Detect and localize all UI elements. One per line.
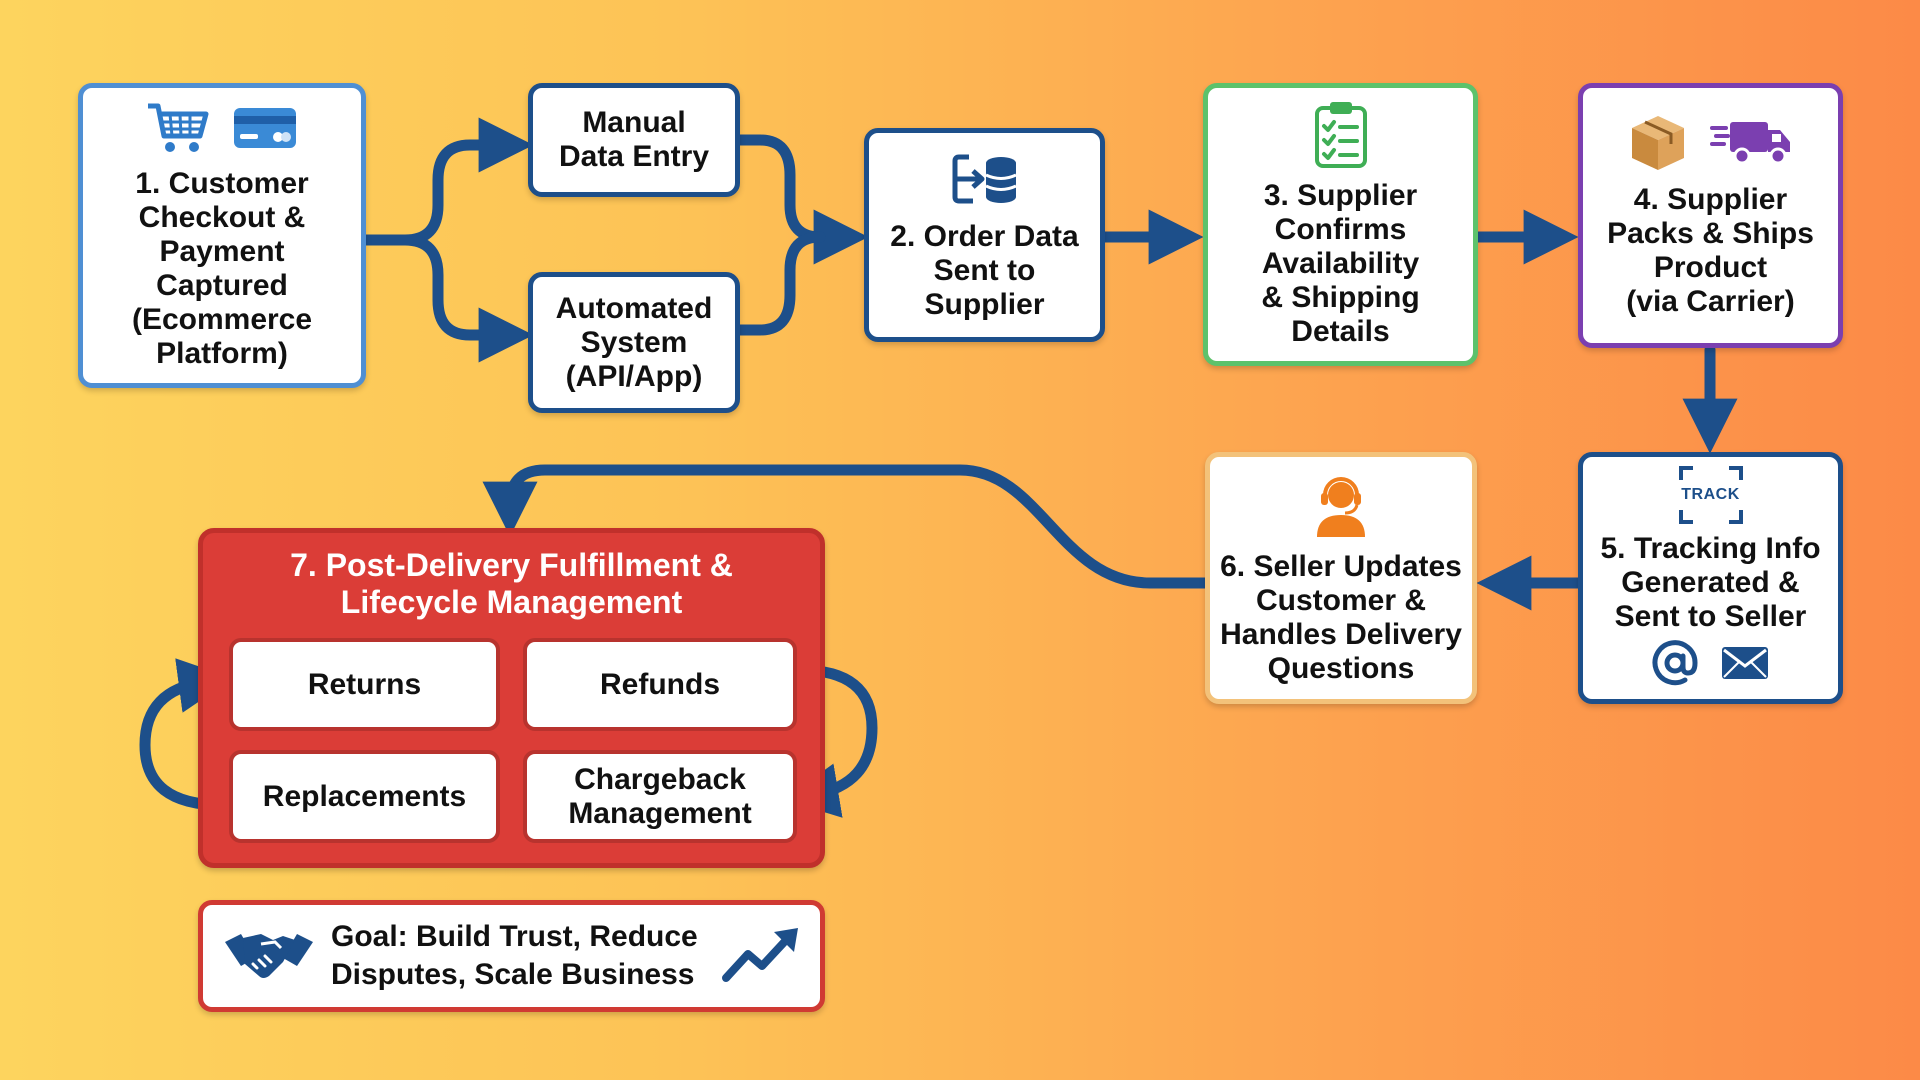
edge-step1-to-manual <box>360 117 534 246</box>
package-box-icon <box>1628 112 1688 177</box>
returns-box: Returns <box>229 638 500 731</box>
step-3-supplier-confirms: 3. Supplier Confirms Availability & Ship… <box>1203 83 1478 366</box>
step-5-tracking-info: TRACK 5. Tracking Info Generated & Sent … <box>1578 452 1843 704</box>
replacements-box: Replacements <box>229 750 500 843</box>
step-1-label: 1. Customer Checkout & Payment Captured … <box>131 167 313 370</box>
step-1-customer-checkout: 1. Customer Checkout & Payment Captured … <box>78 83 366 388</box>
goal-banner: Goal: Build Trust, Reduce Disputes, Scal… <box>198 900 825 1012</box>
chargeback-management-box: Chargeback Management <box>523 750 797 843</box>
step-4-label: 4. Supplier Packs & Ships Product (via C… <box>1607 183 1814 318</box>
edge-step6-to-step7 <box>482 464 1211 589</box>
cycle-arrow-left <box>139 658 234 811</box>
track-scan-icon: TRACK <box>1678 465 1743 524</box>
trend-up-arrow-icon <box>722 924 802 989</box>
credit-card-icon <box>232 104 298 157</box>
cycle-arrow-right <box>783 664 878 818</box>
refunds-box: Refunds <box>523 638 797 731</box>
edge-step1-to-automated <box>360 234 534 363</box>
goal-label: Goal: Build Trust, Reduce Disputes, Scal… <box>331 920 698 991</box>
delivery-truck-icon <box>1709 116 1794 173</box>
manual-data-entry-box: Manual Data Entry <box>528 83 740 197</box>
manual-data-entry-label: Manual Data Entry <box>558 106 710 173</box>
handshake-icon <box>221 922 317 991</box>
step-7-post-delivery-panel: 7. Post-Delivery Fulfillment & Lifecycle… <box>198 528 825 868</box>
step-7-title: 7. Post-Delivery Fulfillment & Lifecycle… <box>290 547 733 620</box>
step-3-label: 3. Supplier Confirms Availability & Ship… <box>1261 179 1420 348</box>
automated-system-label: Automated System (API/App) <box>555 291 713 393</box>
step-5-label: 5. Tracking Info Generated & Sent to Sel… <box>1600 531 1821 633</box>
clipboard-checklist-icon <box>1313 100 1369 173</box>
support-agent-headset-icon <box>1311 471 1371 544</box>
step-4-supplier-packs-ships: 4. Supplier Packs & Ships Product (via C… <box>1578 83 1843 348</box>
envelope-icon <box>1720 645 1770 686</box>
step-6-seller-updates: 6. Seller Updates Customer & Handles Del… <box>1205 452 1477 704</box>
data-transfer-database-icon <box>949 149 1021 214</box>
at-sign-icon <box>1652 639 1698 691</box>
step-2-order-data-sent: 2. Order Data Sent to Supplier <box>864 128 1105 342</box>
automated-system-box: Automated System (API/App) <box>528 272 740 413</box>
edge-automated-to-step2 <box>734 231 826 336</box>
edge-manual-to-step2 <box>734 134 869 265</box>
step-2-label: 2. Order Data Sent to Supplier <box>890 219 1079 321</box>
shopping-cart-icon <box>146 100 210 161</box>
track-badge-text: TRACK <box>1681 485 1740 503</box>
step-6-label: 6. Seller Updates Customer & Handles Del… <box>1220 549 1462 685</box>
